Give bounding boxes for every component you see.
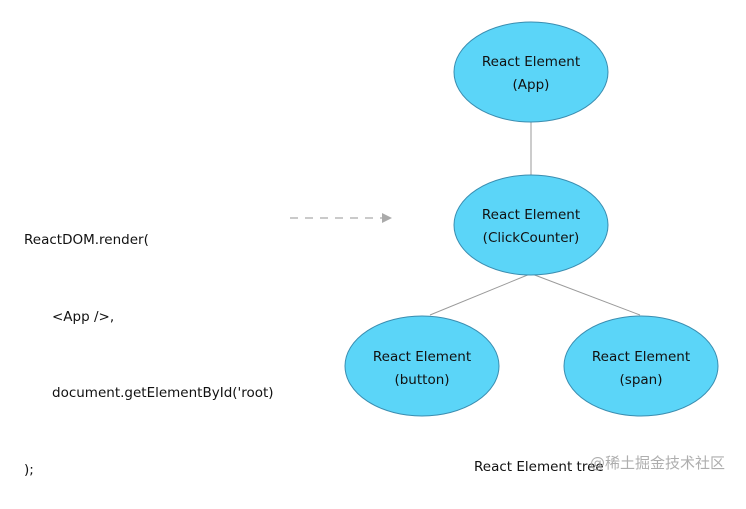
edge-clickcounter-to-span: [531, 273, 641, 316]
code-line-3: document.getElementById('root): [52, 385, 274, 401]
watermark: @稀土掘金技术社区: [590, 454, 726, 472]
node-clickcounter-line2: (ClickCounter): [483, 230, 580, 246]
node-button: React Element (button): [344, 315, 500, 417]
code-snippet: ReactDOM.render( <App />, document.getEl…: [24, 177, 274, 509]
node-clickcounter: React Element (ClickCounter): [453, 174, 609, 276]
node-app-line2: (App): [513, 77, 550, 93]
node-app: React Element (App): [453, 21, 609, 123]
edge-clickcounter-to-button: [429, 273, 531, 316]
code-line-1: ReactDOM.render(: [24, 232, 149, 248]
code-line-4: );: [24, 461, 34, 478]
node-button-line2: (button): [394, 372, 449, 388]
react-element-tree-diagram: React Element (App) React Element (Click…: [290, 21, 719, 417]
node-span: React Element (span): [563, 315, 719, 417]
diagram-caption: React Element tree: [474, 459, 604, 475]
node-button-line1: React Element: [373, 349, 471, 365]
node-clickcounter-line1: React Element: [482, 207, 580, 223]
node-app-line1: React Element: [482, 54, 580, 70]
code-line-2: <App />,: [52, 308, 115, 325]
node-span-line1: React Element: [592, 349, 690, 365]
node-span-line2: (span): [620, 372, 663, 388]
